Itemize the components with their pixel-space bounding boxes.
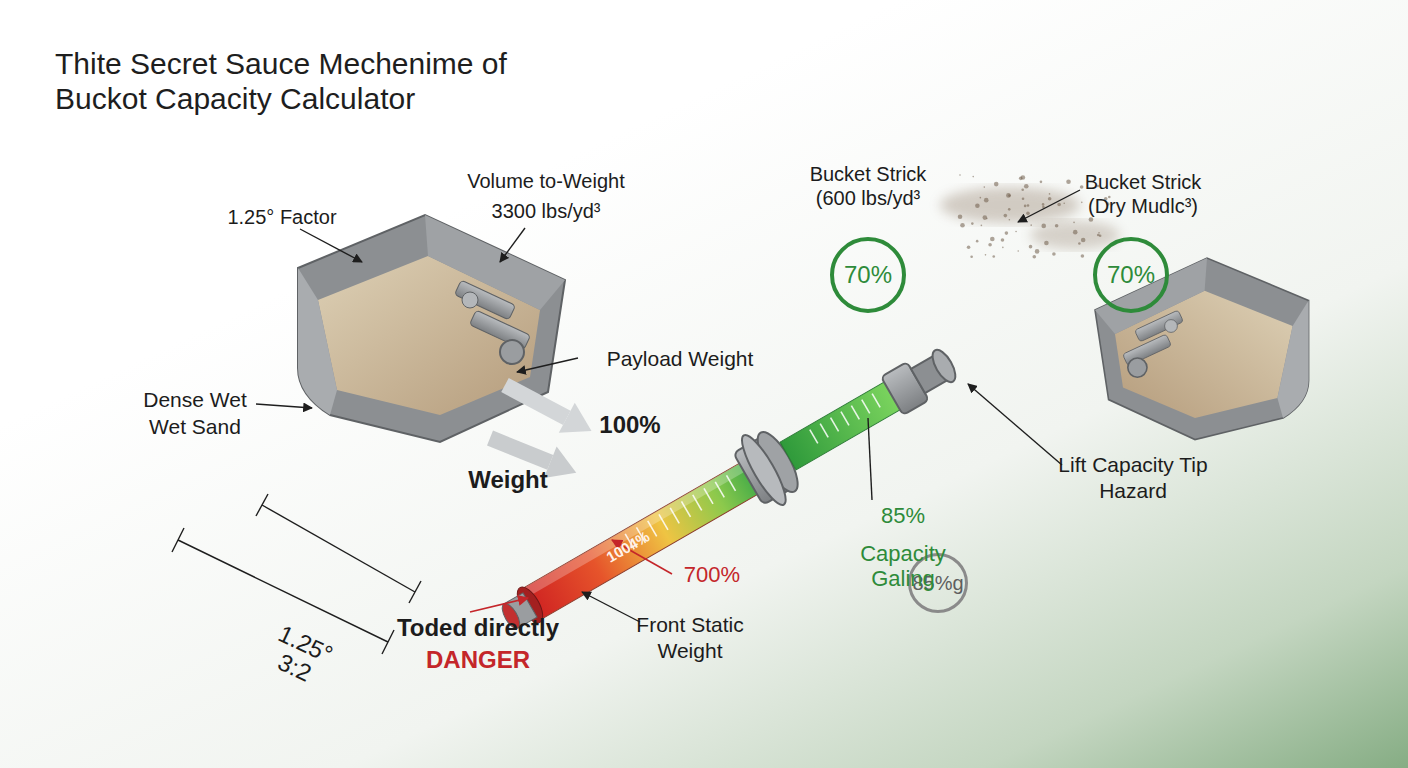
dust-particle (1029, 245, 1033, 249)
overload-value: 700% (672, 562, 752, 588)
dust-particle (1081, 202, 1083, 204)
dust-particle (983, 186, 985, 188)
dust-particle (1009, 219, 1011, 221)
weight-label: Weight (458, 465, 558, 494)
dust-particle (1004, 214, 1008, 218)
dust-particle (959, 174, 961, 176)
factor-label: 1.25° Factor (207, 205, 357, 229)
dust-particle (1066, 179, 1071, 184)
dust-particle (1027, 204, 1030, 207)
dust-particle (1024, 184, 1029, 189)
dust-particle (1001, 238, 1005, 242)
dust-particle (967, 245, 971, 249)
dust-particle (1078, 242, 1081, 245)
material-label: Dense Wet Wet Sand (133, 386, 258, 440)
gauge-reading: 1004% (593, 522, 663, 573)
bucket-label: Bucket Strick (Dry Mudlc³) (1063, 170, 1223, 218)
dust-particle (1005, 231, 1009, 235)
dust-particle (1002, 247, 1004, 249)
dust-particle (994, 182, 999, 187)
dust-particle (1008, 194, 1011, 197)
density-label: Volume to-Weight 3300 lbs/yd³ (446, 166, 646, 226)
dust-particle (970, 255, 973, 258)
dust-particle (1015, 231, 1017, 233)
payload-label: Payload Weight (580, 346, 780, 371)
dust-particle (1008, 208, 1011, 211)
percent-value: 70% (844, 261, 892, 289)
dust-particle (1024, 205, 1027, 208)
dust-particle (1044, 241, 1049, 246)
percent-label: 100% (585, 410, 675, 439)
dust-particle (1006, 193, 1011, 198)
node-text-holder: 70% (830, 237, 906, 313)
dust-particle (1048, 197, 1052, 201)
dust-particle (1055, 224, 1059, 228)
dust-particle (1017, 250, 1019, 252)
danger-label: DANGER (403, 645, 553, 674)
danger-leaders (470, 540, 672, 612)
dust-particle (1030, 224, 1032, 226)
left-bucket (298, 215, 565, 442)
dust-particle (1042, 203, 1045, 206)
dust-particle (1049, 193, 1051, 195)
dust-particle (972, 176, 974, 178)
dust-particle (1052, 252, 1056, 256)
right-bucket (1095, 258, 1309, 440)
dust-particle (958, 215, 963, 220)
leader-lines (256, 190, 1080, 622)
hazard-label: Lift Capacity Tip Hazard (1058, 452, 1208, 504)
dust-particle (984, 198, 989, 203)
dust-particle (1073, 230, 1078, 235)
warning-note: Toded directly (368, 613, 588, 642)
dust-particle (988, 243, 992, 247)
circle-ring (1095, 239, 1167, 311)
dust-particle (976, 240, 979, 243)
diagram-title: Thite Secret Sauce Mechenime of Buckot C… (55, 46, 575, 116)
dust-particle (1019, 177, 1023, 181)
node-text-holder: 70% (1093, 237, 1169, 313)
dust-particle (960, 223, 965, 228)
dust-particle (1022, 197, 1025, 200)
percent-value: 70% (1107, 261, 1155, 289)
dust-particle (1026, 212, 1030, 216)
weight-label: Front Static Weight (620, 612, 760, 664)
capacity-gauge (486, 327, 971, 653)
gauge-circle: 70% (1093, 237, 1169, 313)
dust-particle (1040, 181, 1043, 184)
dust-particle (1098, 232, 1100, 234)
gauge-circle: 70% (830, 237, 906, 313)
dust-particle (983, 215, 988, 220)
dust-particle (1080, 185, 1084, 189)
dust-particle (1081, 254, 1085, 258)
percent-label: 85% (863, 503, 943, 529)
dust-particle (985, 254, 987, 256)
dust-particle (1032, 255, 1036, 259)
dust-particle (1089, 217, 1094, 222)
dust-particle (980, 197, 982, 199)
dust-particle (1057, 203, 1061, 207)
capacity-label: Capacity Galing (843, 541, 963, 591)
bucket-label: Bucket Strick (600 lbs/yd³ (788, 162, 948, 210)
dust-particle (990, 237, 995, 242)
dust-particle (981, 225, 983, 227)
dust-particle (1021, 188, 1024, 191)
circle-ring (832, 239, 904, 311)
dust-particle (975, 203, 980, 208)
dimension-label: 1.25° 3:2 (257, 618, 342, 695)
dust-particle (1041, 224, 1046, 229)
dust-particle (992, 255, 995, 258)
dust-particle (1081, 238, 1086, 243)
dust-particle (1063, 202, 1065, 204)
dust-particle (1035, 249, 1040, 254)
dust-particle (971, 222, 974, 225)
dust-particle (1073, 222, 1075, 224)
dust-particle (986, 218, 988, 220)
dust-particle (1099, 235, 1102, 238)
